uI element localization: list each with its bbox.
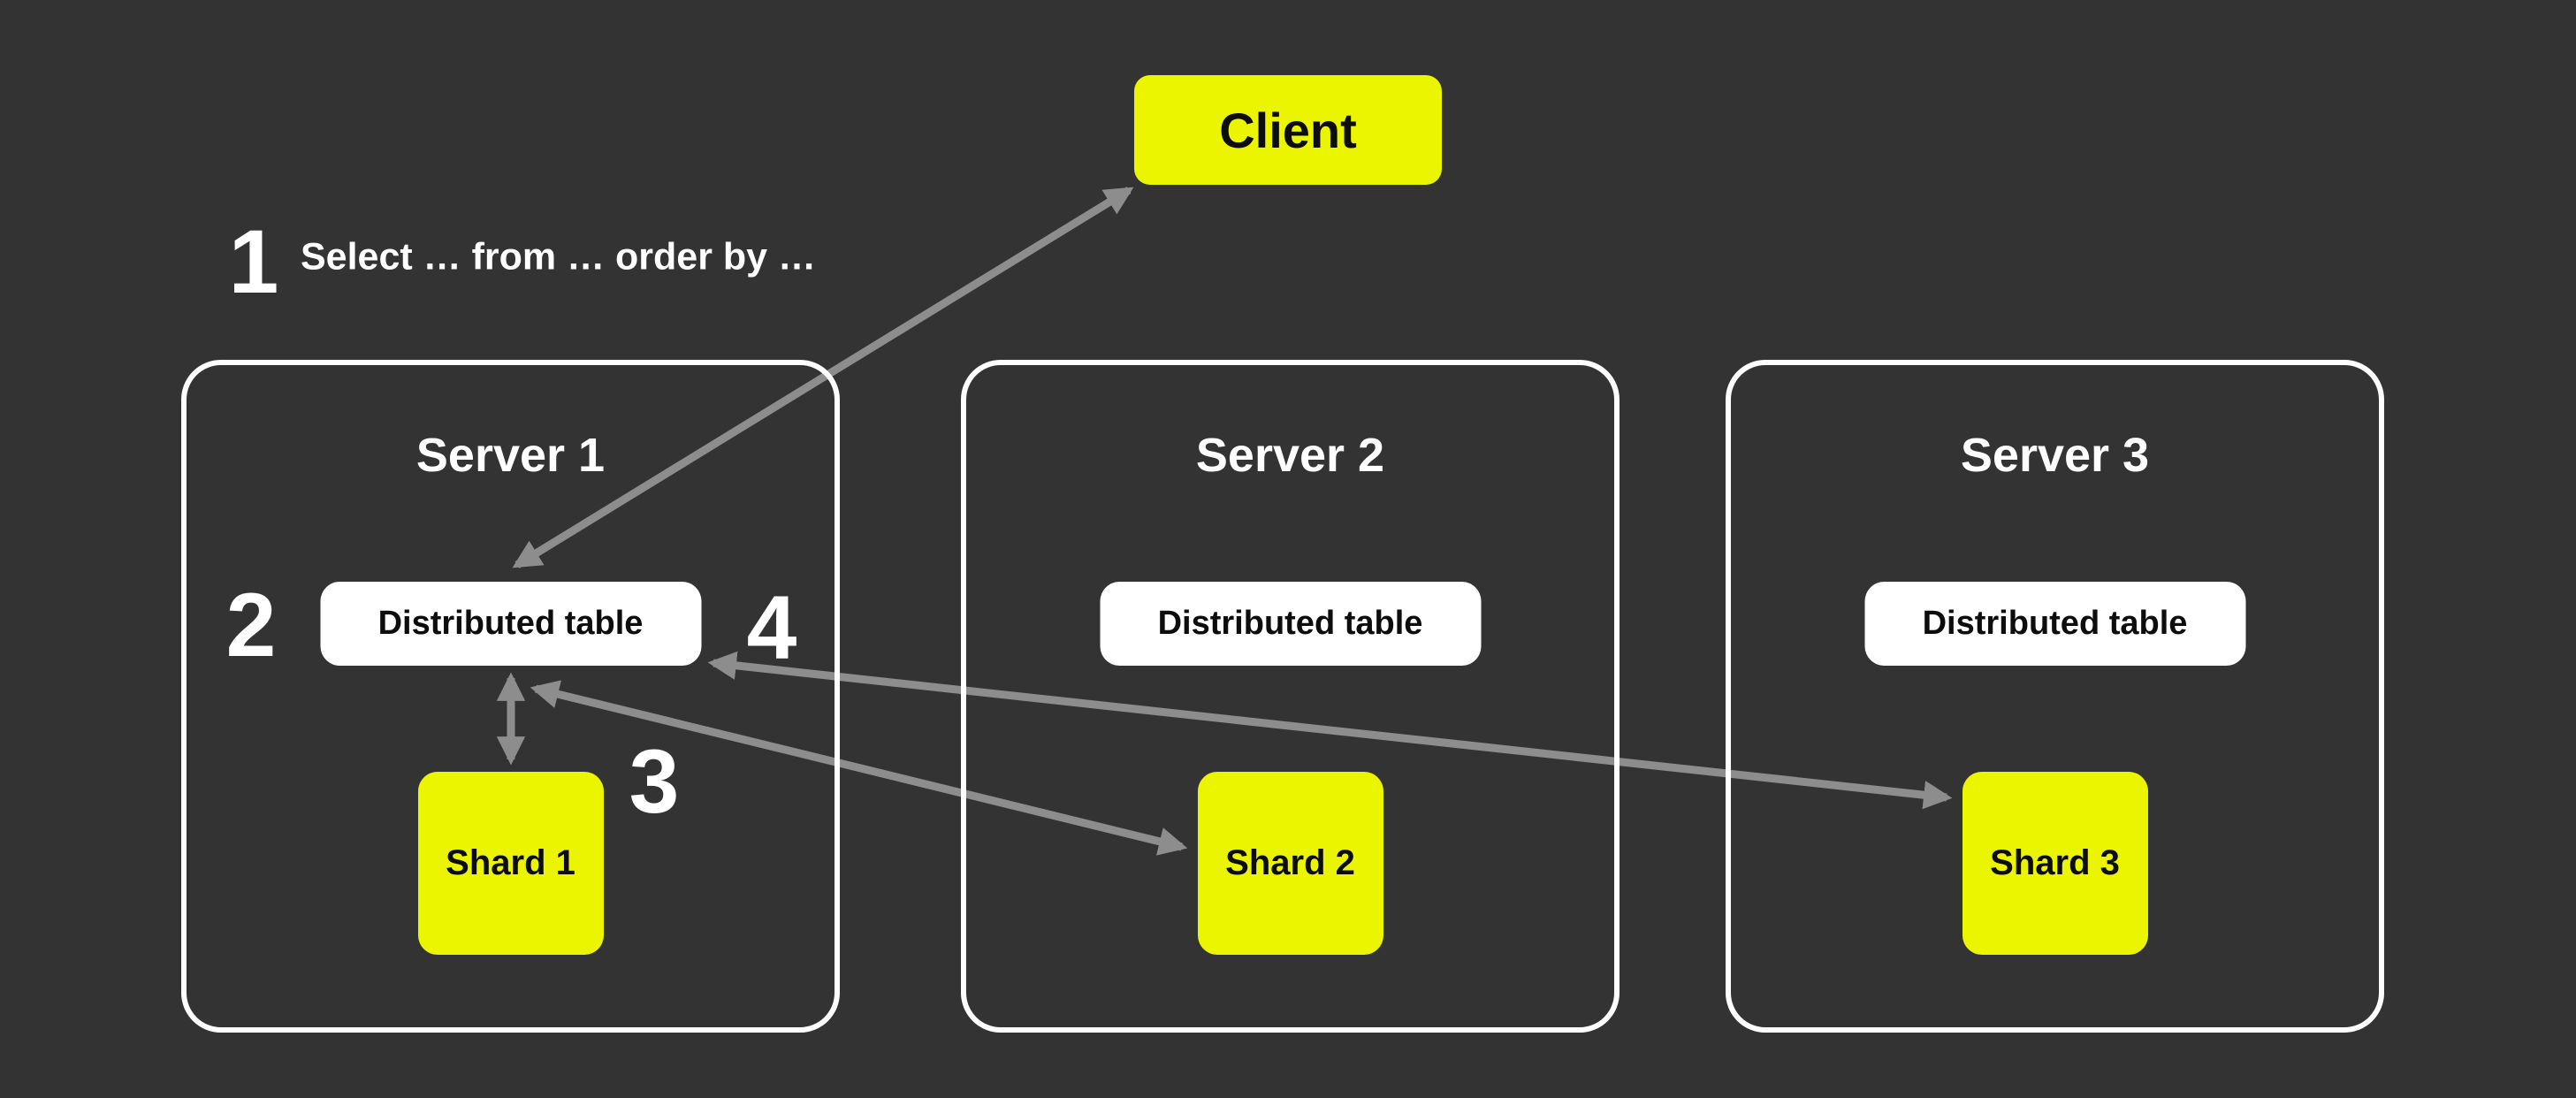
server-2-distributed-table-label: Distributed table xyxy=(1157,605,1423,642)
server-3-shard: Shard 3 xyxy=(1962,772,2148,955)
server-3-distributed-table: Distributed table xyxy=(1864,582,2245,666)
step-1-query-text: Select … from … order by … xyxy=(301,235,817,278)
server-2-title: Server 2 xyxy=(1195,429,1385,482)
client-box: Client xyxy=(1134,75,1442,185)
client-label: Client xyxy=(1219,102,1357,158)
step-2-number: 2 xyxy=(225,575,277,675)
server-1-distributed-table: Distributed table xyxy=(320,582,701,666)
server-3-box: Server 3 Distributed table Shard 3 xyxy=(1726,360,2384,1033)
server-2-shard: Shard 2 xyxy=(1197,772,1383,955)
step-1-number: 1 xyxy=(228,211,279,312)
server-1-distributed-table-label: Distributed table xyxy=(377,605,644,642)
server-2-distributed-table: Distributed table xyxy=(1100,582,1481,666)
server-1-box: Server 1 Distributed table Shard 1 xyxy=(181,360,840,1033)
server-1-shard: Shard 1 xyxy=(417,772,604,955)
server-3-shard-label: Shard 3 xyxy=(1990,843,2120,882)
server-3-distributed-table-label: Distributed table xyxy=(1922,605,2188,642)
server-2-box: Server 2 Distributed table Shard 2 xyxy=(961,360,1620,1033)
arrow-table1-shard3 xyxy=(707,651,1953,810)
server-1-shard-label: Shard 1 xyxy=(446,843,575,882)
server-3-title: Server 3 xyxy=(1960,429,2150,482)
server-1-title: Server 1 xyxy=(415,429,606,482)
server-2-shard-label: Shard 2 xyxy=(1225,843,1355,882)
